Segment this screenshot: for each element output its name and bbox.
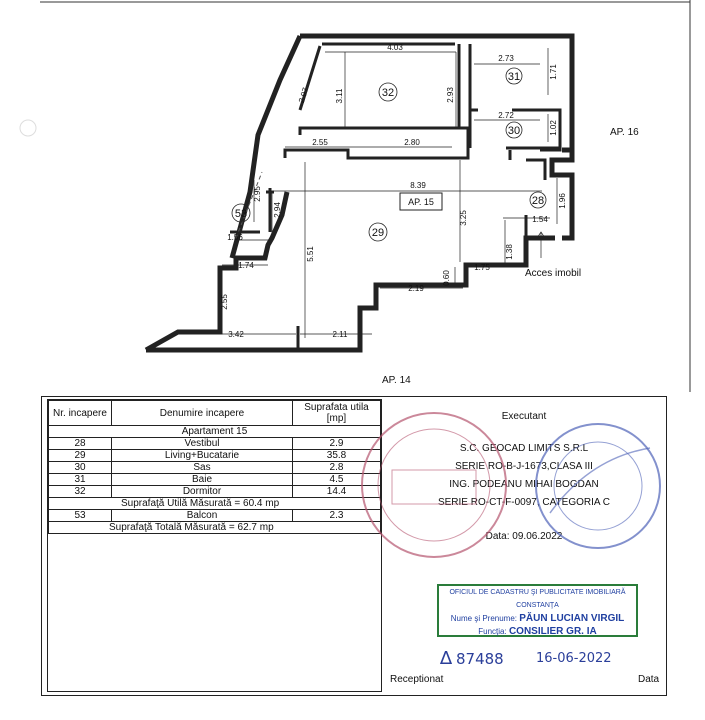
dim-5-51: 5.51 [306,246,315,262]
data-label: Data [638,674,660,685]
cell-name: Vestibul [111,437,293,450]
cell-name: Living+Bucatarie [111,449,293,462]
util-total-row: Suprafaţă Utilă Măsurată = 60.4 mp [48,497,381,510]
table-row: 30 Sas 2.8 [48,461,381,474]
neighbor-right-label: AP. 16 [610,127,639,138]
dim-3-11: 3.11 [335,88,344,104]
dim-2-80: 2.80 [404,138,420,147]
rooms-table-box: Nr. incapere Denumire incapere Suprafata… [47,399,382,692]
cell-nr: 30 [48,461,112,474]
authorization-stamp-icon [535,423,661,549]
cell-nr: 28 [48,437,112,450]
ocpi-office: OFICIUL DE CADASTRU ŞI PUBLICITATE IMOBI… [449,589,626,609]
dim-1-71: 1.71 [549,64,558,80]
room-30-number: 30 [508,125,520,137]
walls [144,33,575,353]
ocpi-function-value: CONSILIER GR. IA [508,626,597,637]
dimension-lines [181,48,558,338]
handwritten-date: 16-06-2022 [536,651,612,666]
room-32-number: 32 [382,87,394,99]
executant-series: SERIE RO-B-J-1673,CLASA III [455,461,593,472]
header-nr: Nr. incapere [48,400,112,426]
table-row: 53 Balcon 2.3 [48,509,381,522]
dim-3-25: 3.25 [459,210,468,226]
table-row: 31 Baie 4.5 [48,473,381,486]
dim-4-03: 4.03 [387,43,403,52]
ocpi-function-label: Funcţia: [478,627,507,636]
executant-engineer-series: SERIE RO-CT-F-0097, CATEGORIA C [437,497,611,508]
dim-1-96: 1.96 [558,193,567,209]
room-53-number: 53 [235,208,247,220]
apartment-title: Apartament 15 [48,425,381,438]
dim-1-38: 1.38 [505,244,514,260]
header-name: Denumire incapere [111,400,293,426]
dim-2-11: 2.11 [333,330,349,339]
room-31-number: 31 [508,71,520,83]
dim-2-55: 2.55 [312,138,328,147]
cell-nr: 31 [48,473,112,486]
dim-2-93: 2.93 [446,87,455,103]
cadastre-stamp-icon [361,412,507,558]
cell-nr: 29 [48,449,112,462]
apartment-label: AP. 15 [408,197,434,207]
ocpi-name-label: Nume şi Prenume: [450,614,517,623]
executant-engineer: ING. PODEANU MIHAI BOGDAN [449,479,599,490]
dim-3-42: 3.42 [228,330,244,339]
punch-hole-icon [19,119,37,137]
handwritten-number: 87488 [456,650,504,668]
grand-total: Suprafaţă Totală Măsurată = 62.7 mp [48,521,381,534]
floor-plan: 32 31 30 28 29 53 4.03 2.73 1.71 2.97 3.… [19,0,691,392]
executant-company: S.C. GEOCAD LIMITS S.R.L [459,443,589,454]
ocpi-stamp: OFICIUL DE CADASTRU ŞI PUBLICITATE IMOBI… [437,584,638,637]
ocpi-function-row: Funcţia: CONSILIER GR. IA [439,625,636,638]
executant-date: Data: 09.06.2022 [485,531,563,542]
dim-1-54: 1.54 [532,215,548,224]
executant-block: Executant S.C. GEOCAD LIMITS S.R.L SERIE… [384,401,664,691]
dim-1-74: 1.74 [238,261,254,270]
dim-2-72: 2.72 [498,111,514,120]
cell-name: Dormitor [111,485,293,498]
dim-2-73: 2.73 [498,54,514,63]
rooms-table: Nr. incapere Denumire incapere Suprafata… [48,400,381,534]
cell-name: Sas [111,461,293,474]
room-markers [231,67,547,242]
table-row: 32 Dormitor 14.4 [48,485,381,498]
access-label: Acces imobil [525,268,581,279]
ocpi-name-row: Nume şi Prenume: PĂUN LUCIAN VIRGIL [439,612,636,625]
cell-name: Balcon [111,509,293,522]
grand-total-row: Suprafaţă Totală Măsurată = 62.7 mp [48,521,381,534]
handwritten-mark-icon: ∆ [440,648,453,669]
executant-title: Executant [501,411,547,422]
dim-0-60: 0.60 [442,270,451,286]
inner-walls [230,42,562,350]
table-row: 29 Living+Bucatarie 35.8 [48,449,381,462]
dim-2-97: 2.97 [297,86,311,104]
dim-2-19: 2.19 [408,284,424,293]
util-total: Suprafaţă Utilă Măsurată = 60.4 mp [48,497,381,510]
dim-2-94: 2.94 [273,202,282,218]
dim-8-39: 8.39 [410,181,426,190]
cell-nr: 53 [48,509,112,522]
table-row: 28 Vestibul 2.9 [48,437,381,450]
dim-1-75: 1.75 [474,263,490,272]
dim-2-55-b: 2.55 [220,294,229,310]
cell-name: Baie [111,473,293,486]
table-header-row: Nr. incapere Denumire incapere Suprafata… [48,400,381,426]
info-panel: Nr. incapere Denumire incapere Suprafata… [41,396,667,696]
room-29-number: 29 [372,227,384,239]
receptionat-label: Receptionat [390,674,444,685]
room-28-number: 28 [532,195,544,207]
cell-nr: 32 [48,485,112,498]
dim-2-95: 2.95 [253,186,262,202]
dim-1-56: 1.56 [227,233,243,242]
ocpi-name-value: PĂUN LUCIAN VIRGIL [519,613,625,624]
neighbor-bottom-label: AP. 14 [382,375,411,386]
dim-1-02: 1.02 [549,120,558,136]
apartment-row: Apartament 15 [48,425,381,438]
